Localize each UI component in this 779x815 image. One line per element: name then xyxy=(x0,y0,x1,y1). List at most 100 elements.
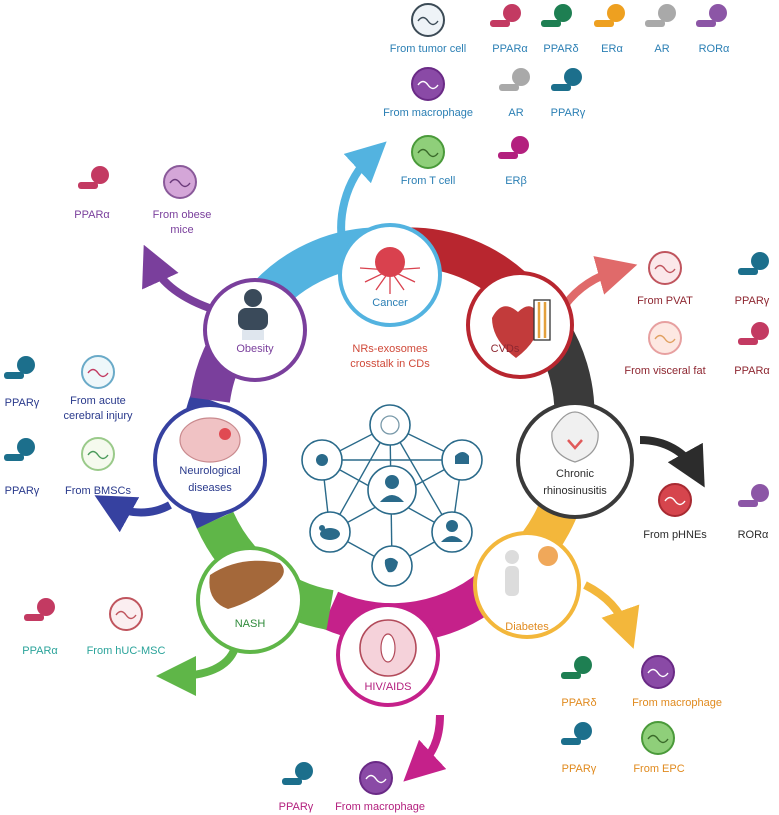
disease-cvds[interactable] xyxy=(466,271,574,379)
receptor-era-icon-cancer xyxy=(594,4,625,27)
disease-obesity[interactable] xyxy=(203,278,307,382)
source-obese-2: mice xyxy=(170,224,193,236)
exosome-visceral-icon xyxy=(648,321,682,355)
face-icon xyxy=(551,411,599,463)
exosome-tcell-icon xyxy=(411,135,445,169)
center-network xyxy=(301,404,483,587)
source-phnes: From pHNEs xyxy=(643,529,707,541)
exosome-acute-icon xyxy=(81,355,115,389)
vessel-icon xyxy=(533,299,551,341)
receptor-ppara-icon-obesity xyxy=(78,166,109,189)
source-tumor: From tumor cell xyxy=(390,43,466,55)
disease-diabetes[interactable] xyxy=(473,531,581,639)
brain-icon xyxy=(179,417,241,463)
source-obese-1: From obese xyxy=(153,209,212,221)
exosome-bmsc-icon xyxy=(81,437,115,471)
source-pvat: From PVAT xyxy=(637,295,693,307)
arrows xyxy=(94,141,705,782)
receptor-ppg-icon-cancer xyxy=(551,68,582,91)
source-acute-1: From acute xyxy=(70,395,126,407)
liver-icon xyxy=(209,560,284,609)
receptor-label: PPARγ xyxy=(562,763,597,775)
exosome-phnes-icon xyxy=(658,483,692,517)
receptor-ppg-icon-neuro-2 xyxy=(4,438,35,461)
label-chronic-2: rhinosinusitis xyxy=(543,485,607,497)
source-macrophage-hiv: From macrophage xyxy=(335,801,425,813)
exosome-epc-icon xyxy=(641,721,675,755)
receptor-label: PPARα xyxy=(74,209,110,221)
receptor-label: PPARγ xyxy=(735,295,770,307)
receptor-label: PPARδ xyxy=(561,697,596,709)
center-title-1: NRs-exosomes xyxy=(352,343,428,355)
receptor-label: ERα xyxy=(601,43,623,55)
receptor-ar-icon-cancer-2 xyxy=(499,68,530,91)
exosome-obese-icon xyxy=(163,165,197,199)
receptor-ppg-icon-diab xyxy=(561,722,592,745)
label-cvds: CVDs xyxy=(491,343,520,355)
center-title-2: crosstalk in CDs xyxy=(350,358,430,370)
arrow-cvds xyxy=(561,256,638,308)
receptor-ppard-icon-cancer xyxy=(541,4,572,27)
disease-cancer[interactable] xyxy=(338,223,442,327)
receptor-rora-icon-chronic xyxy=(738,484,769,507)
receptor-label: ERβ xyxy=(505,175,527,187)
network-node-patient xyxy=(367,465,417,515)
receptor-label: RORα xyxy=(699,43,730,55)
label-chronic-1: Chronic xyxy=(556,468,594,480)
receptor-ar-icon-cancer xyxy=(645,4,676,27)
receptor-label: PPARγ xyxy=(5,485,40,497)
receptor-ppg-icon-cvd xyxy=(738,252,769,275)
receptor-erb-icon-cancer xyxy=(498,136,529,159)
label-diabetes: Diabetes xyxy=(505,621,549,633)
exosome-pvat-icon xyxy=(648,251,682,285)
person-icon xyxy=(244,289,262,307)
receptor-label: RORα xyxy=(738,529,769,541)
receptor-icons xyxy=(4,4,769,785)
source-epc: From EPC xyxy=(633,763,684,775)
arrow-chronic xyxy=(639,436,705,488)
disease-hiv[interactable] xyxy=(336,603,440,707)
network-node-exosome xyxy=(369,404,411,446)
source-bmscs: From BMSCs xyxy=(65,485,132,497)
arrow-diabetes xyxy=(583,581,640,649)
label-hiv: HIV/AIDS xyxy=(364,681,411,693)
arrow-obesity xyxy=(142,244,217,314)
receptor-label: PPARα xyxy=(492,43,528,55)
source-tcell: From T cell xyxy=(401,175,456,187)
receptor-rora-icon-cancer xyxy=(696,4,727,27)
disease-chronic-rhinosinusitis[interactable] xyxy=(516,401,634,519)
exosome-macrophage-cancer-icon xyxy=(411,67,445,101)
source-huc: From hUC-MSC xyxy=(87,645,166,657)
tumor-icon xyxy=(375,247,405,277)
receptor-ppard-icon-diab xyxy=(561,656,592,679)
exosome-icons xyxy=(81,3,692,795)
exosome-macrophage-diab-icon xyxy=(641,655,675,689)
source-visceral: From visceral fat xyxy=(624,365,705,377)
receptor-label: PPARα xyxy=(22,645,58,657)
source-macrophage-diab: From macrophage xyxy=(632,697,722,709)
receptor-label: PPARγ xyxy=(279,801,314,813)
receptor-label: PPARδ xyxy=(543,43,578,55)
disease-neurological[interactable] xyxy=(153,403,267,517)
label-neuro-1: Neurological xyxy=(179,465,240,477)
receptor-ppg-icon-neuro-1 xyxy=(4,356,35,379)
heart-icon xyxy=(492,306,540,358)
pancreas-icon xyxy=(538,546,558,566)
exosome-huc-icon xyxy=(109,597,143,631)
receptor-ppara-icon-cancer xyxy=(490,4,521,27)
receptor-ppg-icon-hiv xyxy=(282,762,313,785)
receptor-ppara-icon-nash xyxy=(24,598,55,621)
label-nash: NASH xyxy=(235,618,266,630)
receptor-label: PPARα xyxy=(734,365,770,377)
arrow-cancer xyxy=(337,141,387,257)
receptor-ppara-icon-cvd xyxy=(738,322,769,345)
arrow-neuro xyxy=(94,495,172,533)
exosome-tumor-icon xyxy=(411,3,445,37)
receptor-label: PPARγ xyxy=(5,397,40,409)
label-cancer: Cancer xyxy=(372,297,408,309)
arrow-nash xyxy=(156,646,239,696)
source-acute-2: cerebral injury xyxy=(63,410,133,422)
arrow-hiv xyxy=(403,714,447,782)
disease-nash[interactable] xyxy=(196,546,304,654)
